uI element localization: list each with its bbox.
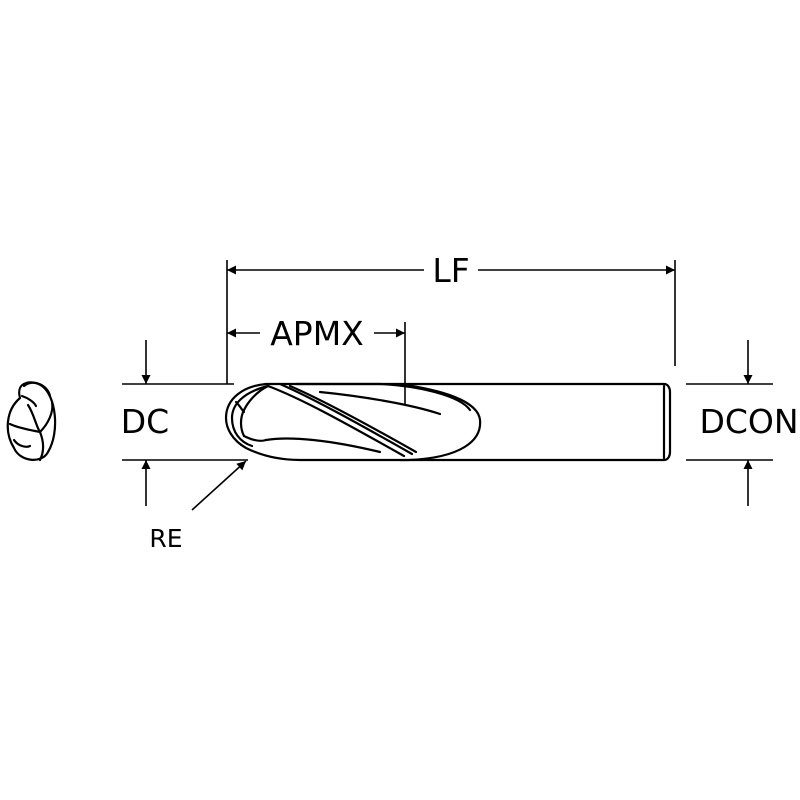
dcon-label: DCON bbox=[699, 402, 798, 441]
lf-label: LF bbox=[432, 251, 469, 290]
apmx-label: APMX bbox=[270, 314, 364, 353]
dc-label: DC bbox=[121, 402, 169, 441]
end-view-icon bbox=[6, 381, 57, 462]
dimension-lines bbox=[122, 260, 773, 511]
end-mill-body-icon bbox=[224, 382, 672, 462]
re-label: RE bbox=[149, 524, 182, 553]
